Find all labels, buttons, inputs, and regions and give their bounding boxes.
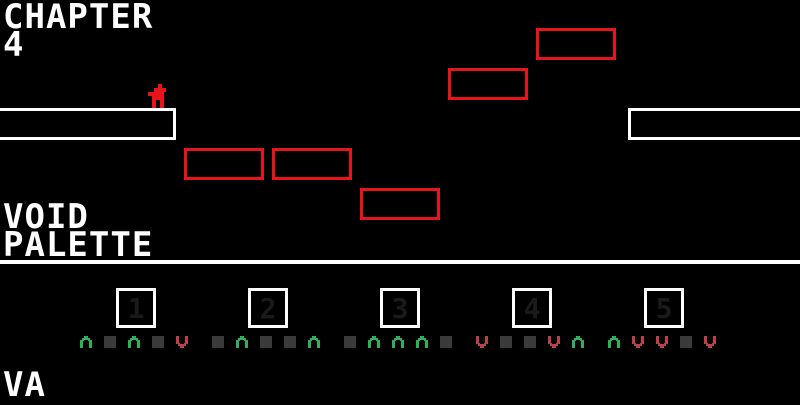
- mark-empty: [284, 336, 296, 348]
- mark-up-icon: [80, 336, 92, 348]
- red-block: [448, 68, 528, 100]
- mark-empty: [440, 336, 452, 348]
- mark-up-icon: [608, 336, 620, 348]
- mark-empty: [680, 336, 692, 348]
- corner-text: VA: [3, 365, 46, 405]
- level-slot-number: 1: [127, 291, 145, 325]
- red-block: [360, 188, 440, 220]
- mark-empty: [344, 336, 356, 348]
- level-slot-3[interactable]: 3: [380, 288, 420, 328]
- mark-empty: [152, 336, 164, 348]
- mark-down-icon: [656, 336, 668, 348]
- mark-up-icon: [308, 336, 320, 348]
- level-marks-5: [608, 336, 716, 348]
- level-marks-3: [344, 336, 452, 348]
- mark-empty: [104, 336, 116, 348]
- level-slot-number: 2: [259, 291, 277, 325]
- player-sprite: [148, 84, 166, 108]
- section-title-line2: PALETTE: [3, 225, 154, 265]
- mark-up-icon: [392, 336, 404, 348]
- mark-down-icon: [632, 336, 644, 348]
- level-slot-5[interactable]: 5: [644, 288, 684, 328]
- chapter-label: CHAPTER: [3, 0, 154, 37]
- level-slot-number: 5: [655, 291, 673, 325]
- right-platform: [628, 108, 800, 140]
- chapter-number: 4: [3, 25, 25, 65]
- left-platform: [0, 108, 176, 140]
- red-block: [184, 148, 264, 180]
- mark-empty: [260, 336, 272, 348]
- level-slot-number: 3: [391, 291, 409, 325]
- level-slot-1[interactable]: 1: [116, 288, 156, 328]
- mark-up-icon: [368, 336, 380, 348]
- mark-down-icon: [704, 336, 716, 348]
- mark-up-icon: [572, 336, 584, 348]
- mark-up-icon: [416, 336, 428, 348]
- mark-empty: [500, 336, 512, 348]
- mark-empty: [524, 336, 536, 348]
- red-block: [536, 28, 616, 60]
- divider: [0, 260, 800, 264]
- mark-down-icon: [176, 336, 188, 348]
- red-block: [272, 148, 352, 180]
- mark-empty: [212, 336, 224, 348]
- level-marks-1: [80, 336, 188, 348]
- mark-up-icon: [128, 336, 140, 348]
- level-marks-2: [212, 336, 320, 348]
- level-slot-4[interactable]: 4: [512, 288, 552, 328]
- level-marks-4: [476, 336, 584, 348]
- level-slot-number: 4: [523, 291, 541, 325]
- mark-down-icon: [548, 336, 560, 348]
- section-title-line1: VOID: [3, 197, 89, 237]
- mark-down-icon: [476, 336, 488, 348]
- level-slot-2[interactable]: 2: [248, 288, 288, 328]
- mark-up-icon: [236, 336, 248, 348]
